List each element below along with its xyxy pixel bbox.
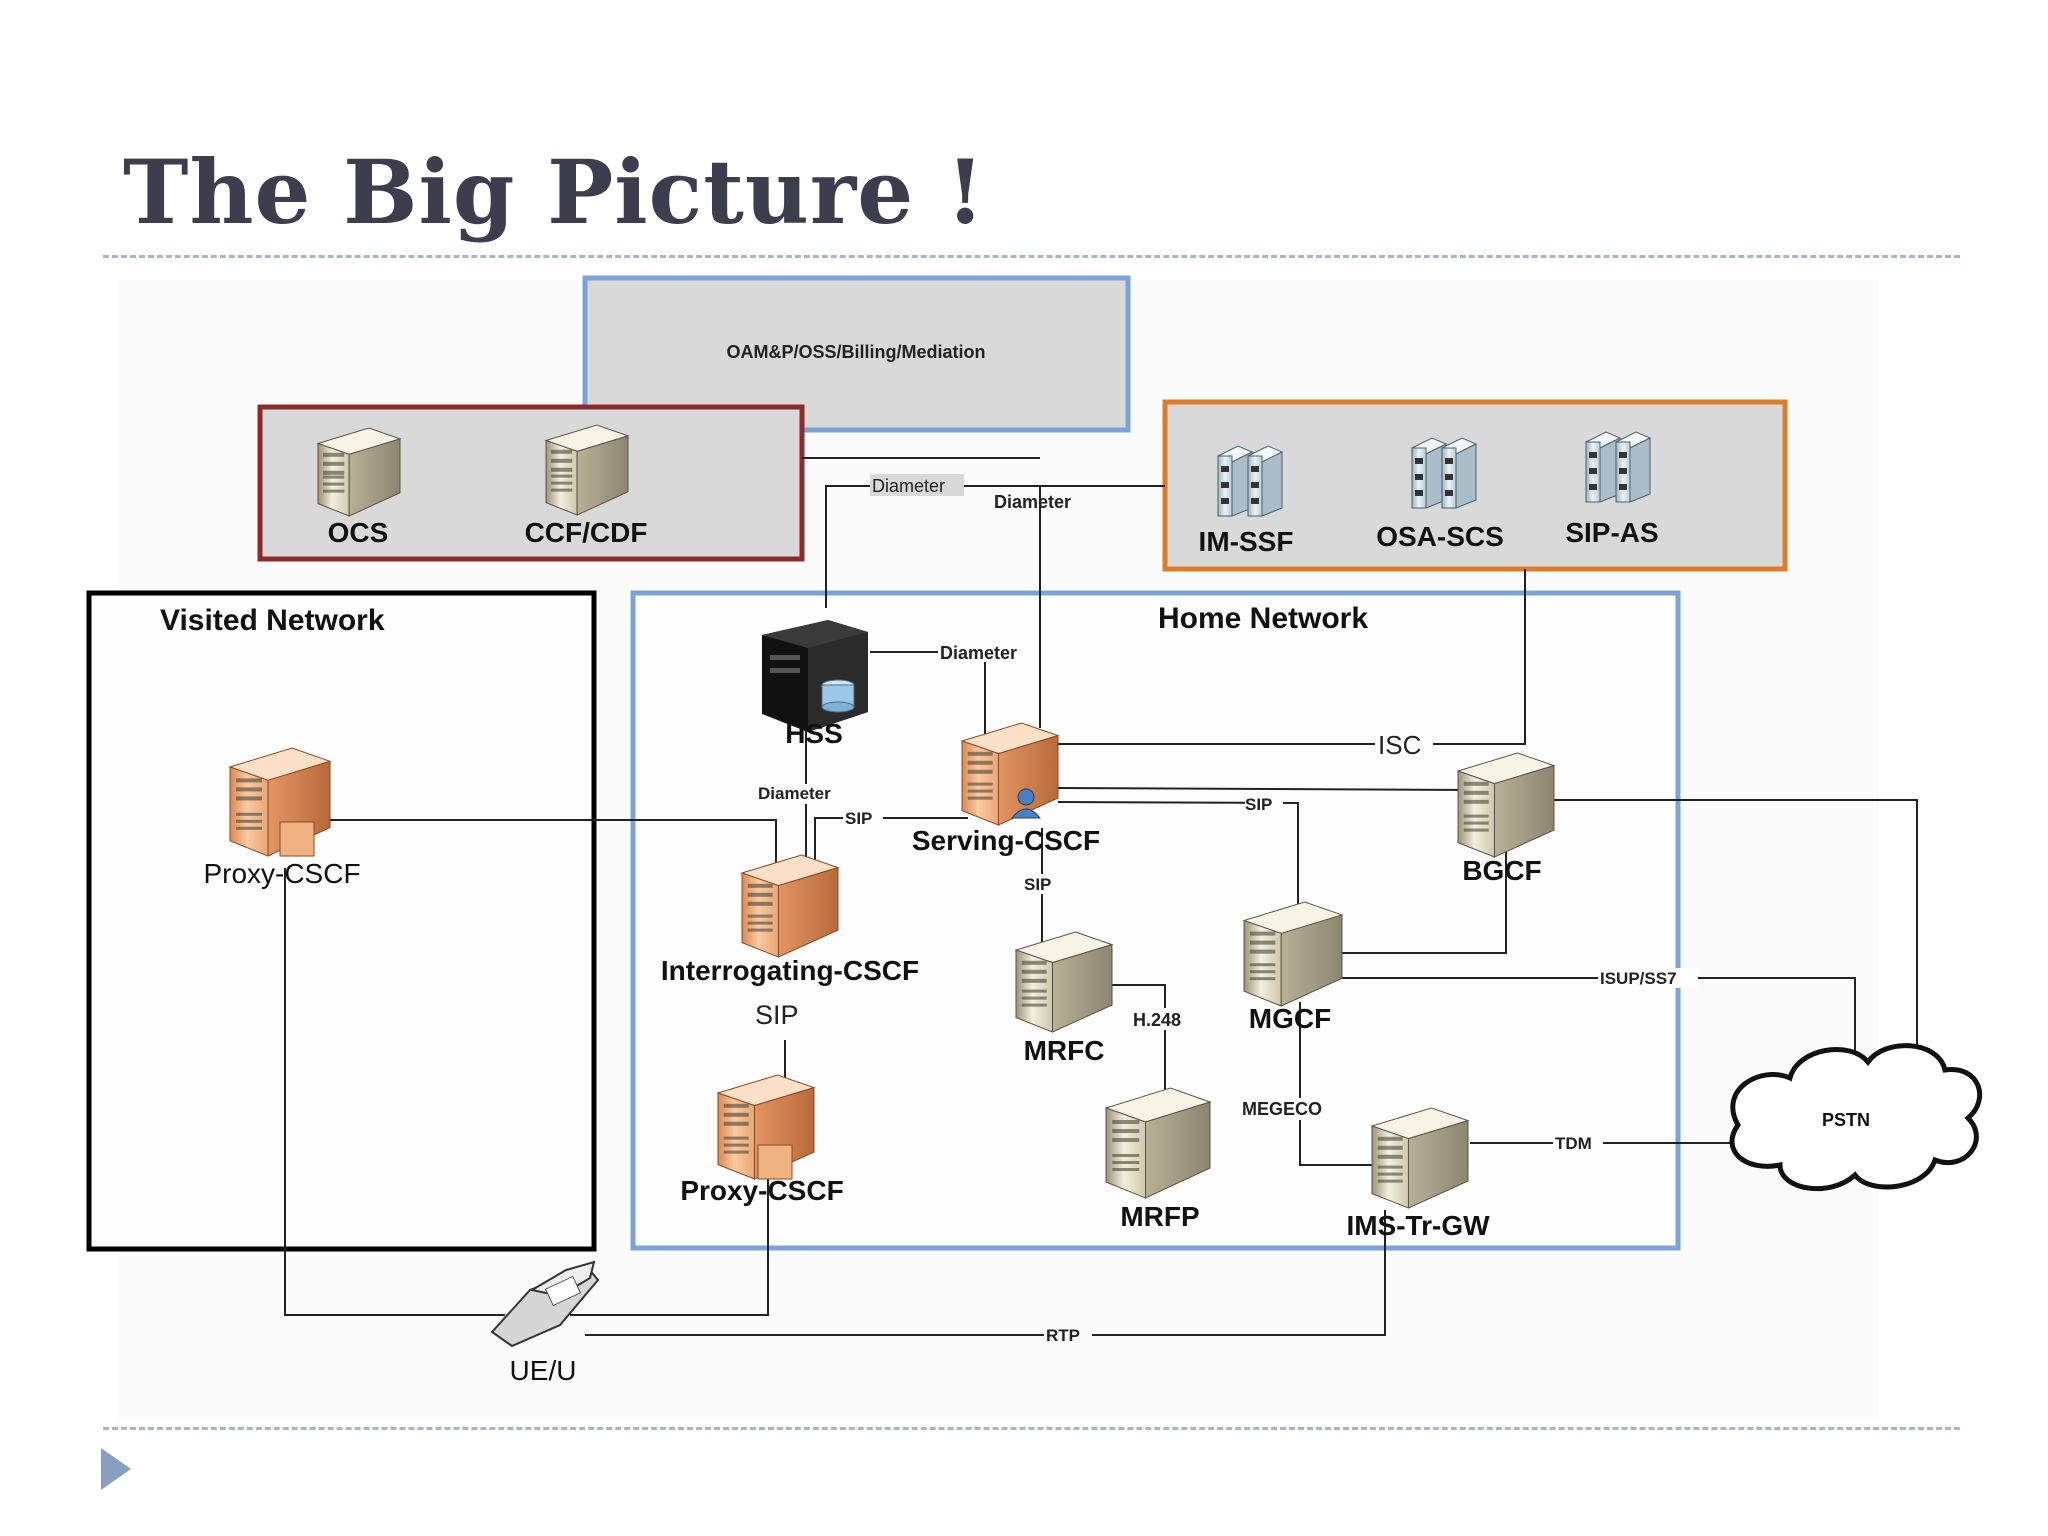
link-label-isc: ISC: [1378, 730, 1421, 760]
link-label-diameter-ocs: Diameter: [872, 476, 945, 496]
im-ssf-server-icon: [1216, 445, 1284, 517]
proxy-module-icon: [757, 1144, 793, 1180]
bgcf-server-icon: [1456, 752, 1556, 858]
link-label-sip-mgcf: SIP: [1245, 795, 1272, 814]
ccf-cdf-server-icon: [544, 424, 630, 516]
mgcf-label: MGCF: [1249, 1003, 1331, 1034]
home-proxy-cscf-label: Proxy-CSCF: [680, 1175, 843, 1206]
home-proxy-cscf-server-icon: [716, 1074, 816, 1180]
link-scscf-bgcf: [1057, 787, 1471, 791]
link-bgcf-mgcf: [1342, 850, 1507, 954]
osa-scs-label: OSA-SCS: [1376, 521, 1504, 552]
interrogating-cscf-label: Interrogating-CSCF: [661, 955, 919, 986]
mrfc-label: MRFC: [1024, 1035, 1105, 1066]
link-bgcf-pstn: [1552, 799, 1918, 1060]
pstn-cloud: PSTN: [1729, 1043, 1983, 1191]
next-slide-arrow-icon[interactable]: [101, 1448, 131, 1490]
link-ue-gw-rtp: [585, 1210, 1386, 1336]
link-label-sip-icscf: SIP: [845, 809, 872, 828]
osa-scs-server-icon: [1410, 437, 1478, 509]
top-divider: [103, 255, 1960, 258]
ocs-server-icon: [316, 427, 402, 517]
mgcf-server-icon: [1242, 901, 1344, 1007]
mrfp-label: MRFP: [1120, 1201, 1199, 1232]
connection-lines: [284, 457, 1918, 1336]
slide-title: The Big Picture !: [123, 140, 986, 244]
mobile-phone-icon: [490, 1260, 600, 1348]
link-label-tdm: TDM: [1555, 1134, 1592, 1153]
link-labels: Diameter Diameter Diameter ISC SIP Diame…: [752, 474, 1698, 1345]
hss-label: HSS: [785, 718, 843, 749]
ims-tr-gw-label: IMS-Tr-GW: [1346, 1210, 1490, 1241]
ims-tr-gw-server-icon: [1370, 1107, 1470, 1209]
link-label-sip-mrfc: SIP: [1024, 875, 1051, 894]
oss-box: OAM&P/OSS/Billing/Mediation: [582, 275, 1131, 433]
link-label-rtp: RTP: [1046, 1326, 1080, 1345]
interrogating-cscf-server-icon: [740, 854, 840, 958]
visited-network-box: Visited Network: [86, 590, 597, 1252]
link-scscf-icscf-sip: [814, 817, 968, 862]
visited-network-title: Visited Network: [160, 604, 385, 637]
hss-server-icon: [762, 620, 868, 732]
sip-as-server-icon: [1584, 431, 1652, 503]
visited-proxy-cscf-label: Proxy-CSCF: [203, 858, 360, 889]
sip-as-label: SIP-AS: [1565, 517, 1658, 548]
link-mgcf-gw-megeco: [1299, 1002, 1388, 1166]
link-label-diameter-hss: Diameter: [940, 643, 1017, 663]
user-icon: [1010, 788, 1042, 819]
ocs-label: OCS: [328, 517, 389, 548]
pstn-label: PSTN: [1822, 1110, 1870, 1130]
link-label-sip-pcscf: SIP: [755, 1000, 799, 1030]
link-label-diameter-icscf: Diameter: [758, 784, 831, 803]
bottom-divider: [103, 1427, 1960, 1430]
home-network-title: Home Network: [1158, 602, 1368, 635]
bgcf-label: BGCF: [1462, 855, 1541, 886]
node-labels: OCS CCF/CDF IM-SSF OSA-SCS SIP-AS Proxy-…: [203, 517, 1658, 1386]
proxy-module-icon: [279, 821, 315, 857]
serving-cscf-server-icon: [960, 722, 1060, 826]
oss-box-label: OAM&P/OSS/Billing/Mediation: [726, 342, 985, 362]
link-label-diameter-ccf: Diameter: [994, 492, 1071, 512]
ue-label: UE/U: [510, 1355, 577, 1386]
link-label-isup: ISUP/SS7: [1600, 969, 1677, 988]
link-label-h248: H.248: [1133, 1010, 1181, 1030]
serving-cscf-label: Serving-CSCF: [912, 825, 1100, 856]
mrfp-server-icon: [1104, 1087, 1212, 1199]
link-pcscf-ue: [570, 1178, 769, 1316]
link-scscf-isc: [1058, 569, 1526, 745]
link-mgcf-pstn-isup: [1342, 977, 1856, 1065]
network-nodes: [228, 424, 1652, 1209]
link-mrfc-mrfp-h248: [1112, 984, 1166, 1102]
im-ssf-label: IM-SSF: [1199, 526, 1294, 557]
ccf-cdf-label: CCF/CDF: [525, 517, 648, 548]
mrfc-server-icon: [1014, 931, 1114, 1033]
link-label-megeco: MEGECO: [1242, 1099, 1322, 1119]
link-visited-proxy-ue: [284, 868, 505, 1316]
link-scscf-mgcf-sip: [1057, 801, 1299, 908]
